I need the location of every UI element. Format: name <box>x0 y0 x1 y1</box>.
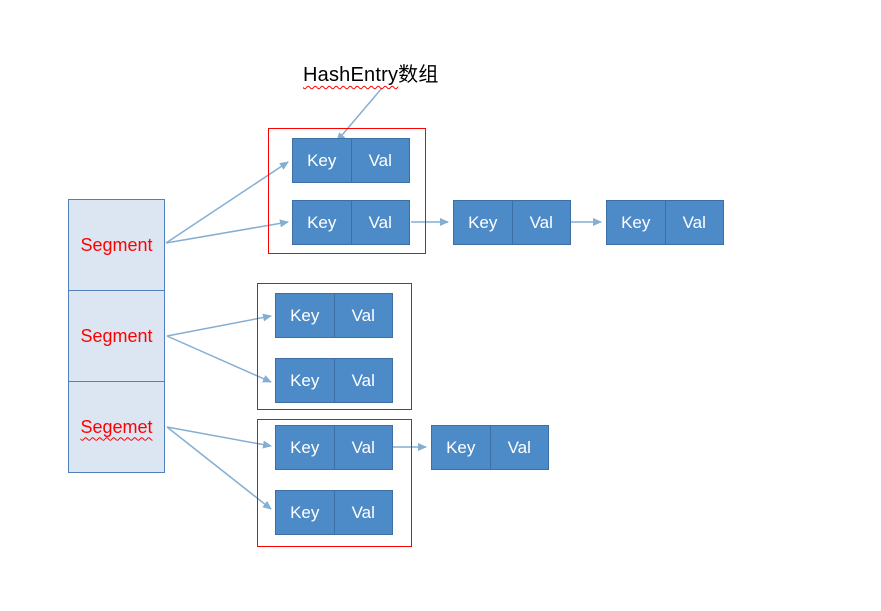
hashentry-node: Key Val <box>292 138 410 183</box>
node-val-cell: Val <box>351 437 375 457</box>
segment-label-misspelled: Segemet <box>80 416 153 437</box>
segment-cell-1: Segment <box>68 199 165 291</box>
title-cjk-text: 数组 <box>398 64 439 86</box>
hashentry-node: Key Val <box>275 293 393 338</box>
segment-label: Segment <box>80 325 153 346</box>
hashentry-array-box-1 <box>268 128 426 254</box>
segment-label: Segment <box>80 234 153 255</box>
segment-column: Segment Segment Segemet <box>68 199 165 473</box>
node-key-cell: Key <box>293 201 352 244</box>
hashentry-node: Key Val <box>275 358 393 403</box>
arrow-segment3-to-bucket3-node2 <box>166 426 272 510</box>
hashentry-node: Key Val <box>275 425 393 470</box>
segment-cell-2: Segment <box>68 290 165 382</box>
arrow-segment3-to-bucket3-node1 <box>166 426 272 449</box>
arrow-segment2-to-bucket2-node2 <box>166 335 272 383</box>
node-val-cell: Val <box>529 212 553 232</box>
node-val-cell: Val <box>682 212 706 232</box>
node-val-cell: Val <box>351 502 375 522</box>
node-val-cell: Val <box>507 437 531 457</box>
node-val-cell: Val <box>368 150 392 170</box>
node-val-cell: Val <box>368 212 392 232</box>
hashentry-node: Key Val <box>453 200 571 245</box>
node-key-cell: Key <box>607 201 666 244</box>
diagram-title: HashEntry数组 <box>303 58 439 87</box>
node-key-cell: Key <box>432 426 491 469</box>
node-val-cell: Val <box>351 305 375 325</box>
node-key-cell: Key <box>276 359 335 402</box>
hashentry-array-box-2 <box>257 283 412 410</box>
title-latin-text: HashEntry <box>303 64 399 86</box>
node-key-cell: Key <box>276 426 335 469</box>
hashentry-array-box-3 <box>257 419 412 547</box>
segment-cell-3: Segemet <box>68 381 165 473</box>
arrow-segment2-to-bucket2-node1 <box>166 313 272 337</box>
hashentry-node: Key Val <box>606 200 724 245</box>
node-key-cell: Key <box>454 201 513 244</box>
hashentry-node: Key Val <box>292 200 410 245</box>
node-val-cell: Val <box>351 370 375 390</box>
node-key-cell: Key <box>293 139 352 182</box>
hashentry-node: Key Val <box>431 425 549 470</box>
node-key-cell: Key <box>276 294 335 337</box>
node-key-cell: Key <box>276 491 335 534</box>
hashentry-node: Key Val <box>275 490 393 535</box>
